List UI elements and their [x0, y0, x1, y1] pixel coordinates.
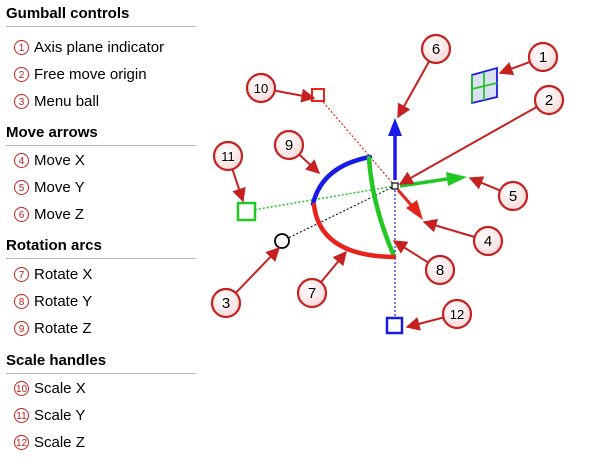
number-badge: 3 — [14, 94, 29, 109]
legend-item-move-z: 6 Move Z — [14, 206, 84, 224]
menu-ball — [274, 233, 290, 249]
callout-leader-2 — [398, 106, 538, 185]
move-y-arrow-shaft — [399, 177, 448, 188]
legend-label: Free move origin — [34, 66, 147, 83]
section-title-scale-handles: Scale handles — [6, 352, 196, 374]
callout-number-3: 3 — [222, 295, 230, 312]
number-badge: 11 — [14, 408, 29, 423]
move-x-arrow-shaft — [396, 189, 414, 207]
callout-number-6: 6 — [432, 41, 440, 58]
scale-x-handle — [311, 88, 325, 102]
number-badge: 12 — [14, 435, 29, 450]
legend-item-move-y: 5 Move Y — [14, 179, 85, 197]
callout-bubble-1 — [527, 41, 559, 73]
legend-label: Move Z — [34, 206, 85, 223]
callout-leader-3 — [234, 246, 280, 294]
number-badge: 2 — [14, 67, 29, 82]
number-badge: 8 — [14, 294, 29, 309]
callout-number-5: 5 — [509, 188, 517, 205]
callout-number-2: 2 — [545, 92, 553, 109]
callout-leader-5 — [468, 176, 501, 192]
callout-bubble-7 — [296, 277, 328, 309]
section-title-move-arrows: Move arrows — [6, 124, 196, 146]
callout-leader-7 — [320, 250, 347, 283]
free-move-origin-handle — [391, 182, 399, 190]
callout-bubble-4 — [472, 225, 504, 257]
legend-label: Rotate X — [34, 266, 93, 283]
rotate-z-arc — [310, 154, 373, 207]
callout-bubble-3 — [210, 287, 242, 319]
callout-number-1: 1 — [539, 49, 547, 66]
legend-item-rotate-x: 7 Rotate X — [14, 266, 92, 284]
callout-number-10: 10 — [254, 81, 268, 96]
legend-item-rotate-y: 8 Rotate Y — [14, 293, 92, 311]
legend-label: Move X — [34, 152, 85, 169]
move-z-arrow-head — [388, 118, 402, 136]
scale-z-handle — [385, 316, 404, 335]
legend-label: Menu ball — [34, 93, 100, 110]
legend-item-menu-ball: 3 Menu ball — [14, 93, 99, 111]
callout-number-9: 9 — [285, 137, 293, 154]
legend-label: Axis plane indicator — [34, 39, 165, 56]
callout-leader-4 — [422, 218, 475, 238]
callout-leader-6 — [397, 60, 431, 119]
legend-item-move-x: 4 Move X — [14, 152, 85, 170]
number-badge: 1 — [14, 40, 29, 55]
callout-bubble-11 — [212, 140, 244, 172]
legend-item-free-move-origin: 2 Free move origin — [14, 66, 147, 84]
callout-bubble-12 — [441, 298, 473, 330]
legend-label: Scale Y — [34, 407, 86, 424]
number-badge: 5 — [14, 180, 29, 195]
callout-leader-1 — [498, 60, 531, 76]
move-x-arrow-head — [406, 200, 423, 220]
legend-item-rotate-z: 9 Rotate Z — [14, 320, 92, 338]
axis-plane-indicator — [471, 66, 498, 105]
callout-number-4: 4 — [484, 233, 492, 250]
callout-bubble-2 — [533, 84, 565, 116]
number-badge: 7 — [14, 267, 29, 282]
section-title-gumball-controls: Gumball controls — [6, 5, 196, 27]
callout-bubble-9 — [273, 129, 305, 161]
number-badge: 10 — [14, 381, 29, 396]
legend-label: Move Y — [34, 179, 85, 196]
legend-item-scale-y: 11 Scale Y — [14, 407, 85, 425]
callout-leader-9 — [298, 153, 321, 174]
number-badge: 9 — [14, 321, 29, 336]
legend-label: Rotate Z — [34, 320, 92, 337]
section-title-rotation-arcs: Rotation arcs — [6, 237, 196, 259]
legend-label: Rotate Y — [34, 293, 93, 310]
scale-y-handle — [236, 201, 257, 222]
callout-bubble-10 — [245, 72, 277, 104]
callout-leader-11 — [231, 168, 246, 203]
number-badge: 6 — [14, 207, 29, 222]
callout-number-8: 8 — [436, 262, 444, 279]
number-badge: 4 — [14, 153, 29, 168]
legend-label: Scale Z — [34, 434, 85, 451]
callout-bubble-6 — [420, 33, 452, 65]
legend-item-axis-plane-indicator: 1 Axis plane indicator — [14, 39, 164, 57]
callout-leader-8 — [392, 240, 429, 264]
callout-number-7: 7 — [308, 285, 316, 302]
rotate-y-arc — [366, 155, 397, 259]
callout-number-11: 11 — [221, 149, 235, 164]
legend-item-scale-z: 12 Scale Z — [14, 434, 85, 452]
move-y-arrow-head — [446, 172, 467, 186]
legend-item-scale-x: 10 Scale X — [14, 380, 86, 398]
rotate-x-arc — [311, 202, 397, 260]
callout-number-12: 12 — [450, 307, 464, 322]
callout-bubble-5 — [497, 180, 529, 212]
callout-leader-12 — [405, 316, 444, 331]
callout-bubble-8 — [424, 254, 456, 286]
y-axis-dotted-line — [246, 185, 396, 212]
callout-leader-10 — [274, 88, 316, 103]
legend-label: Scale X — [34, 380, 86, 397]
